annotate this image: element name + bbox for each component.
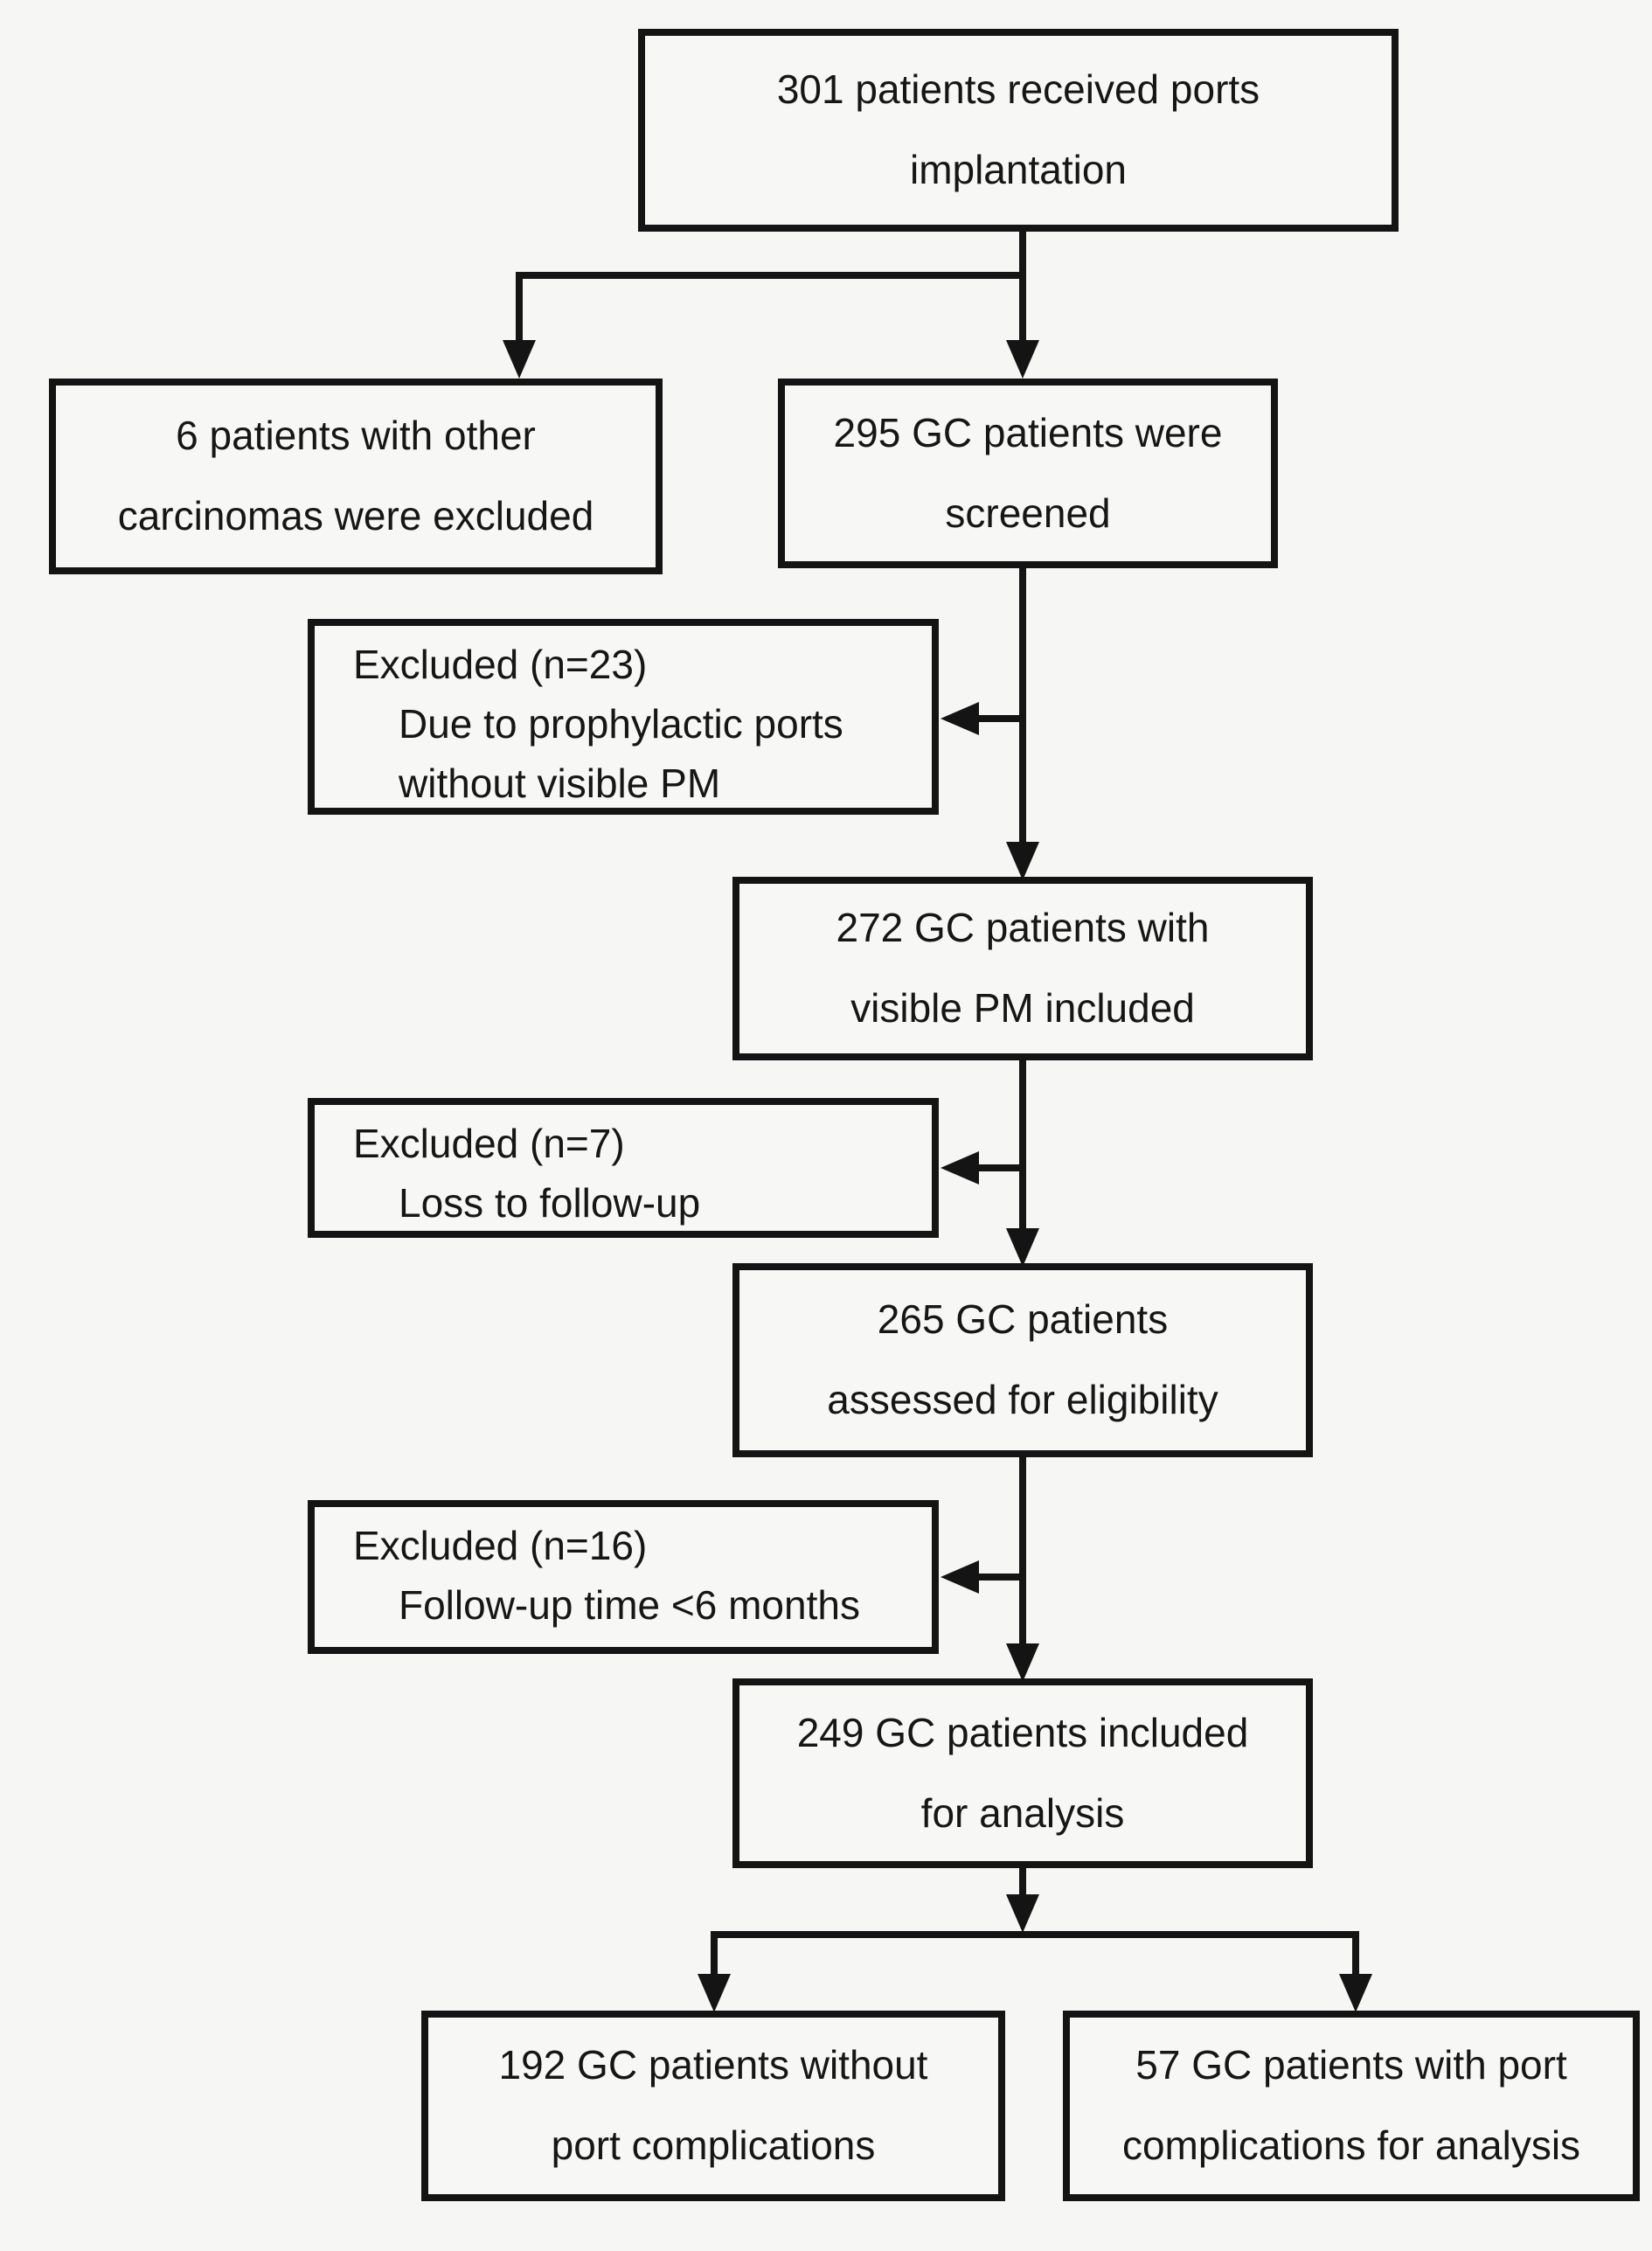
node-text-line: 272 GC patients with	[836, 905, 1210, 951]
node-text-line: 192 GC patients without	[498, 2042, 928, 2088]
node-text-line: screened	[945, 490, 1111, 536]
exclusion-title: Excluded (n=16)	[353, 1523, 648, 1568]
arrow-down-into-without-complications	[698, 1974, 731, 2012]
exclusion-reason: Loss to follow-up	[399, 1180, 701, 1226]
node-text-line: 57 GC patients with port	[1135, 2042, 1567, 2088]
node-text-line: carcinomas were excluded	[117, 493, 594, 538]
connector-assessed-to-analysis	[1006, 1456, 1039, 1682]
exclusion-title: Excluded (n=7)	[353, 1121, 625, 1166]
connector-top-split	[503, 228, 1039, 379]
node-301-received-ports: 301 patients received ports implantation	[638, 29, 1399, 232]
node-272-visible-pm-included: 272 GC patients with visible PM included	[732, 877, 1313, 1060]
node-text-line: port complications	[551, 2122, 876, 2168]
arrow-down-into-analysis	[1006, 1643, 1039, 1682]
exclusion-reason: Due to prophylactic ports	[399, 701, 843, 747]
arrow-left-into-excluded-16	[941, 1560, 979, 1594]
connector-bottom-split	[698, 1866, 1372, 2012]
node-265-assessed-eligibility: 265 GC patients assessed for eligibility	[732, 1263, 1313, 1457]
arrow-down-into-screened	[1006, 340, 1039, 379]
exclusion-reason: without visible PM	[399, 761, 721, 806]
node-excluded-n23: Excluded (n=23) Due to prophylactic port…	[308, 619, 939, 815]
node-excluded-n7: Excluded (n=7) Loss to follow-up	[308, 1098, 939, 1238]
arrow-down-into-included-pm	[1006, 842, 1039, 880]
node-192-without-complications: 192 GC patients without port complicatio…	[421, 2011, 1005, 2201]
arrow-left-into-excluded-7	[941, 1151, 979, 1185]
connector-excluded-short-followup	[941, 1560, 1026, 1594]
node-text-line: 6 patients with other	[176, 413, 536, 459]
arrow-down-into-with-complications	[1339, 1974, 1372, 2012]
node-6-other-carcinomas-excluded: 6 patients with other carcinomas were ex…	[49, 379, 663, 574]
node-text-line: for analysis	[920, 1789, 1125, 1836]
node-text-line: 295 GC patients were	[833, 409, 1223, 455]
node-text-line: 249 GC patients included	[796, 1709, 1249, 1755]
exclusion-reason: Follow-up time <6 months	[399, 1582, 860, 1628]
exclusion-title: Excluded (n=23)	[353, 642, 648, 687]
connector-excluded-lost-followup	[941, 1151, 1026, 1185]
connector-excluded-prophylactic	[941, 702, 1026, 735]
node-text-line: visible PM included	[850, 985, 1195, 1031]
node-57-with-complications: 57 GC patients with port complications f…	[1063, 2011, 1640, 2201]
node-text-line: assessed for eligibility	[827, 1377, 1218, 1422]
node-295-gc-screened: 295 GC patients were screened	[778, 379, 1278, 568]
node-text-line: 301 patients received ports	[776, 66, 1260, 113]
connector-screened-to-included-pm	[1006, 565, 1039, 880]
node-excluded-n16: Excluded (n=16) Follow-up time <6 months	[308, 1500, 939, 1654]
arrow-left-into-excluded-23	[941, 702, 979, 735]
node-text-line: complications for analysis	[1121, 2122, 1581, 2168]
node-text-line: implantation	[909, 147, 1128, 192]
arrow-down-into-excluded-other	[503, 340, 536, 379]
connector-included-pm-to-assessed	[1006, 1059, 1039, 1267]
node-249-included-analysis: 249 GC patients included for analysis	[732, 1678, 1313, 1868]
arrow-down-onto-branch	[1006, 1894, 1039, 1933]
arrow-down-into-assessed	[1006, 1228, 1039, 1267]
node-text-line: 265 GC patients	[877, 1296, 1169, 1343]
